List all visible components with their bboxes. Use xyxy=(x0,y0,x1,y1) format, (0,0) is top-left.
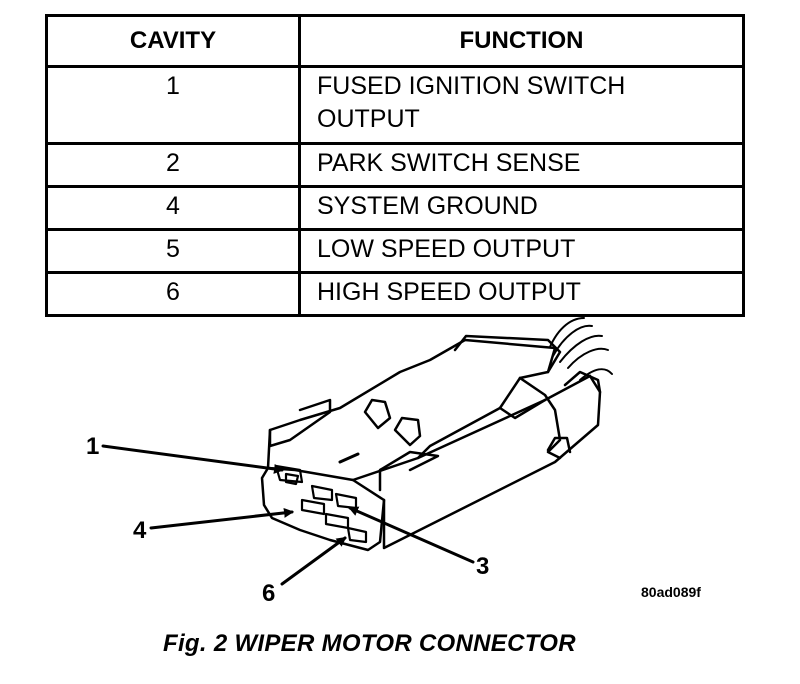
function-cell: SYSTEM GROUND xyxy=(298,185,745,231)
table-header-row: CAVITY FUNCTION xyxy=(45,14,745,68)
connector-body xyxy=(260,334,602,552)
figure-caption: Fig. 2 WIPER MOTOR CONNECTOR xyxy=(163,630,576,657)
table-row: 4 SYSTEM GROUND xyxy=(45,185,745,231)
callout-3-label: 3 xyxy=(476,553,490,580)
function-text: FUSED IGNITION SWITCH OUTPUT xyxy=(317,72,626,133)
cavity-function-table: CAVITY FUNCTION 1 FUSED IGNITION SWITCH … xyxy=(45,14,745,317)
table-row: 5 LOW SPEED OUTPUT xyxy=(45,228,745,274)
function-cell: PARK SWITCH SENSE xyxy=(298,142,745,188)
table-row: 1 FUSED IGNITION SWITCH OUTPUT xyxy=(45,65,745,145)
cavity-cell: 6 xyxy=(45,271,301,317)
function-cell: HIGH SPEED OUTPUT xyxy=(298,271,745,317)
function-cell: LOW SPEED OUTPUT xyxy=(298,228,745,274)
function-cell: FUSED IGNITION SWITCH OUTPUT xyxy=(298,65,745,145)
callout-6-label: 6 xyxy=(262,580,276,607)
figure-reference-code: 80ad089f xyxy=(641,584,701,600)
table-row: 6 HIGH SPEED OUTPUT xyxy=(45,271,745,317)
cavity-cell: 2 xyxy=(45,142,301,188)
table-row: 2 PARK SWITCH SENSE xyxy=(45,142,745,188)
callout-1-label: 1 xyxy=(86,433,100,460)
cavity-cell: 5 xyxy=(45,228,301,274)
cavity-openings xyxy=(274,464,368,544)
cavity-column-header: CAVITY xyxy=(45,14,301,68)
callout-leaders xyxy=(101,444,475,586)
callout-4-label: 4 xyxy=(133,517,147,544)
cavity-cell: 4 xyxy=(45,185,301,231)
cavity-cell: 1 xyxy=(45,65,301,145)
function-column-header: FUNCTION xyxy=(298,14,745,68)
